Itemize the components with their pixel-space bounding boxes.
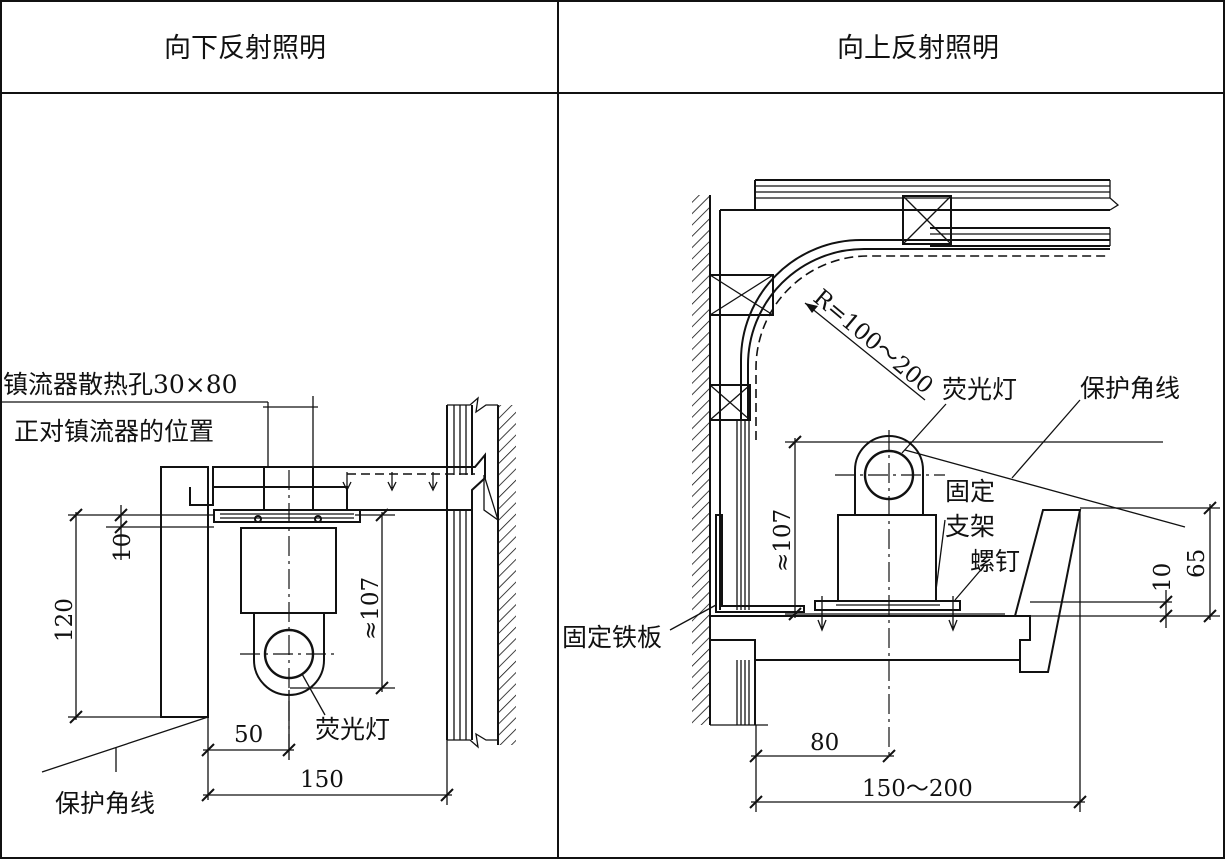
left-dim-107: ≈107	[358, 577, 384, 640]
right-molding	[1013, 509, 1082, 673]
right-base-board	[709, 615, 1031, 661]
right-wall-hatch	[692, 195, 710, 725]
right-dim-65: 65	[1184, 549, 1210, 578]
right-plate-label: 固定铁板	[562, 623, 662, 652]
right-lamp-holder	[837, 514, 937, 602]
left-panel-drawing	[2, 396, 516, 805]
left-lamp-label: 荧光灯	[315, 715, 390, 744]
right-dim-10: 10	[1150, 563, 1176, 592]
left-dim-150: 150	[300, 767, 344, 793]
right-dim-80: 80	[810, 730, 839, 756]
left-dimensions	[2, 396, 454, 805]
left-vent-position-label: 正对镇流器的位置	[14, 417, 214, 446]
right-lamp-label: 荧光灯	[942, 375, 1017, 404]
right-dim-150-200: 150～200	[862, 776, 973, 802]
right-wall-frame	[709, 210, 774, 726]
right-panel-drawing	[669, 179, 1220, 812]
left-vent-label: 镇流器散热孔30×80	[3, 370, 238, 399]
header-downward: 向下反射照明	[164, 33, 326, 64]
right-dim-107: ≈107	[770, 509, 796, 572]
left-dim-50: 50	[234, 722, 263, 748]
left-dim-10: 10	[110, 533, 136, 562]
right-ceiling-boards	[720, 179, 1120, 247]
right-molding-label: 保护角线	[1080, 374, 1180, 403]
right-bracket-label-2: 支架	[945, 512, 995, 541]
right-radius-label: R=100～200	[808, 285, 938, 400]
right-bracket-label-1: 固定	[945, 477, 995, 506]
left-wall-hatch	[498, 405, 516, 745]
header-upward: 向上反射照明	[837, 33, 999, 64]
left-ledge-board	[212, 452, 486, 511]
right-dimensions	[669, 302, 1220, 812]
left-wall-boards	[446, 396, 499, 749]
right-fixing-plate	[715, 514, 805, 613]
right-screw-label: 螺钉	[970, 547, 1020, 576]
left-dim-120: 120	[52, 598, 78, 642]
right-curved-cove	[740, 239, 1110, 440]
left-molding-label: 保护角线	[55, 789, 155, 818]
